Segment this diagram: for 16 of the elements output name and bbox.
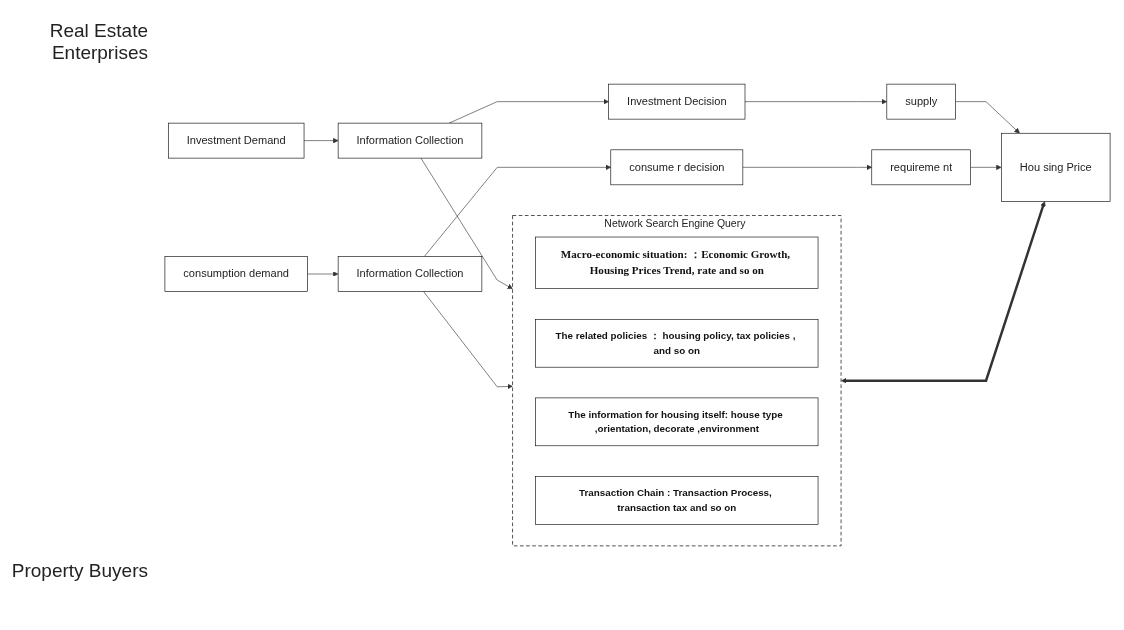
node-box: Transaction Chain : Transaction Process, transaction tax and so on <box>535 476 819 525</box>
node-box: Information Collection <box>337 256 483 292</box>
arrow <box>841 201 1046 384</box>
row-label: Property Buyers <box>10 560 148 582</box>
node-box: consume r decision <box>610 149 744 186</box>
node-box: consumption demand <box>164 256 308 292</box>
node-box: supply <box>886 83 956 120</box>
node-box: The related policies ： housing policy, tax policies , and so on <box>535 319 819 368</box>
node-box: Information Collection <box>337 122 483 159</box>
node-box: requireme nt <box>871 149 971 186</box>
node-box: Macro-economic situation: ：Economic Growth, Housing Prices Trend, rate and so on <box>535 236 819 289</box>
row-label: Real Estate Enterprises <box>48 20 148 64</box>
node-box: Investment Demand <box>168 122 305 159</box>
node-box: Hou sing Price <box>1001 132 1111 202</box>
node-box: The information for housing itself: house type ,orientation, decorate ,environment <box>535 397 819 447</box>
node-box: Investment Decision <box>608 83 746 120</box>
